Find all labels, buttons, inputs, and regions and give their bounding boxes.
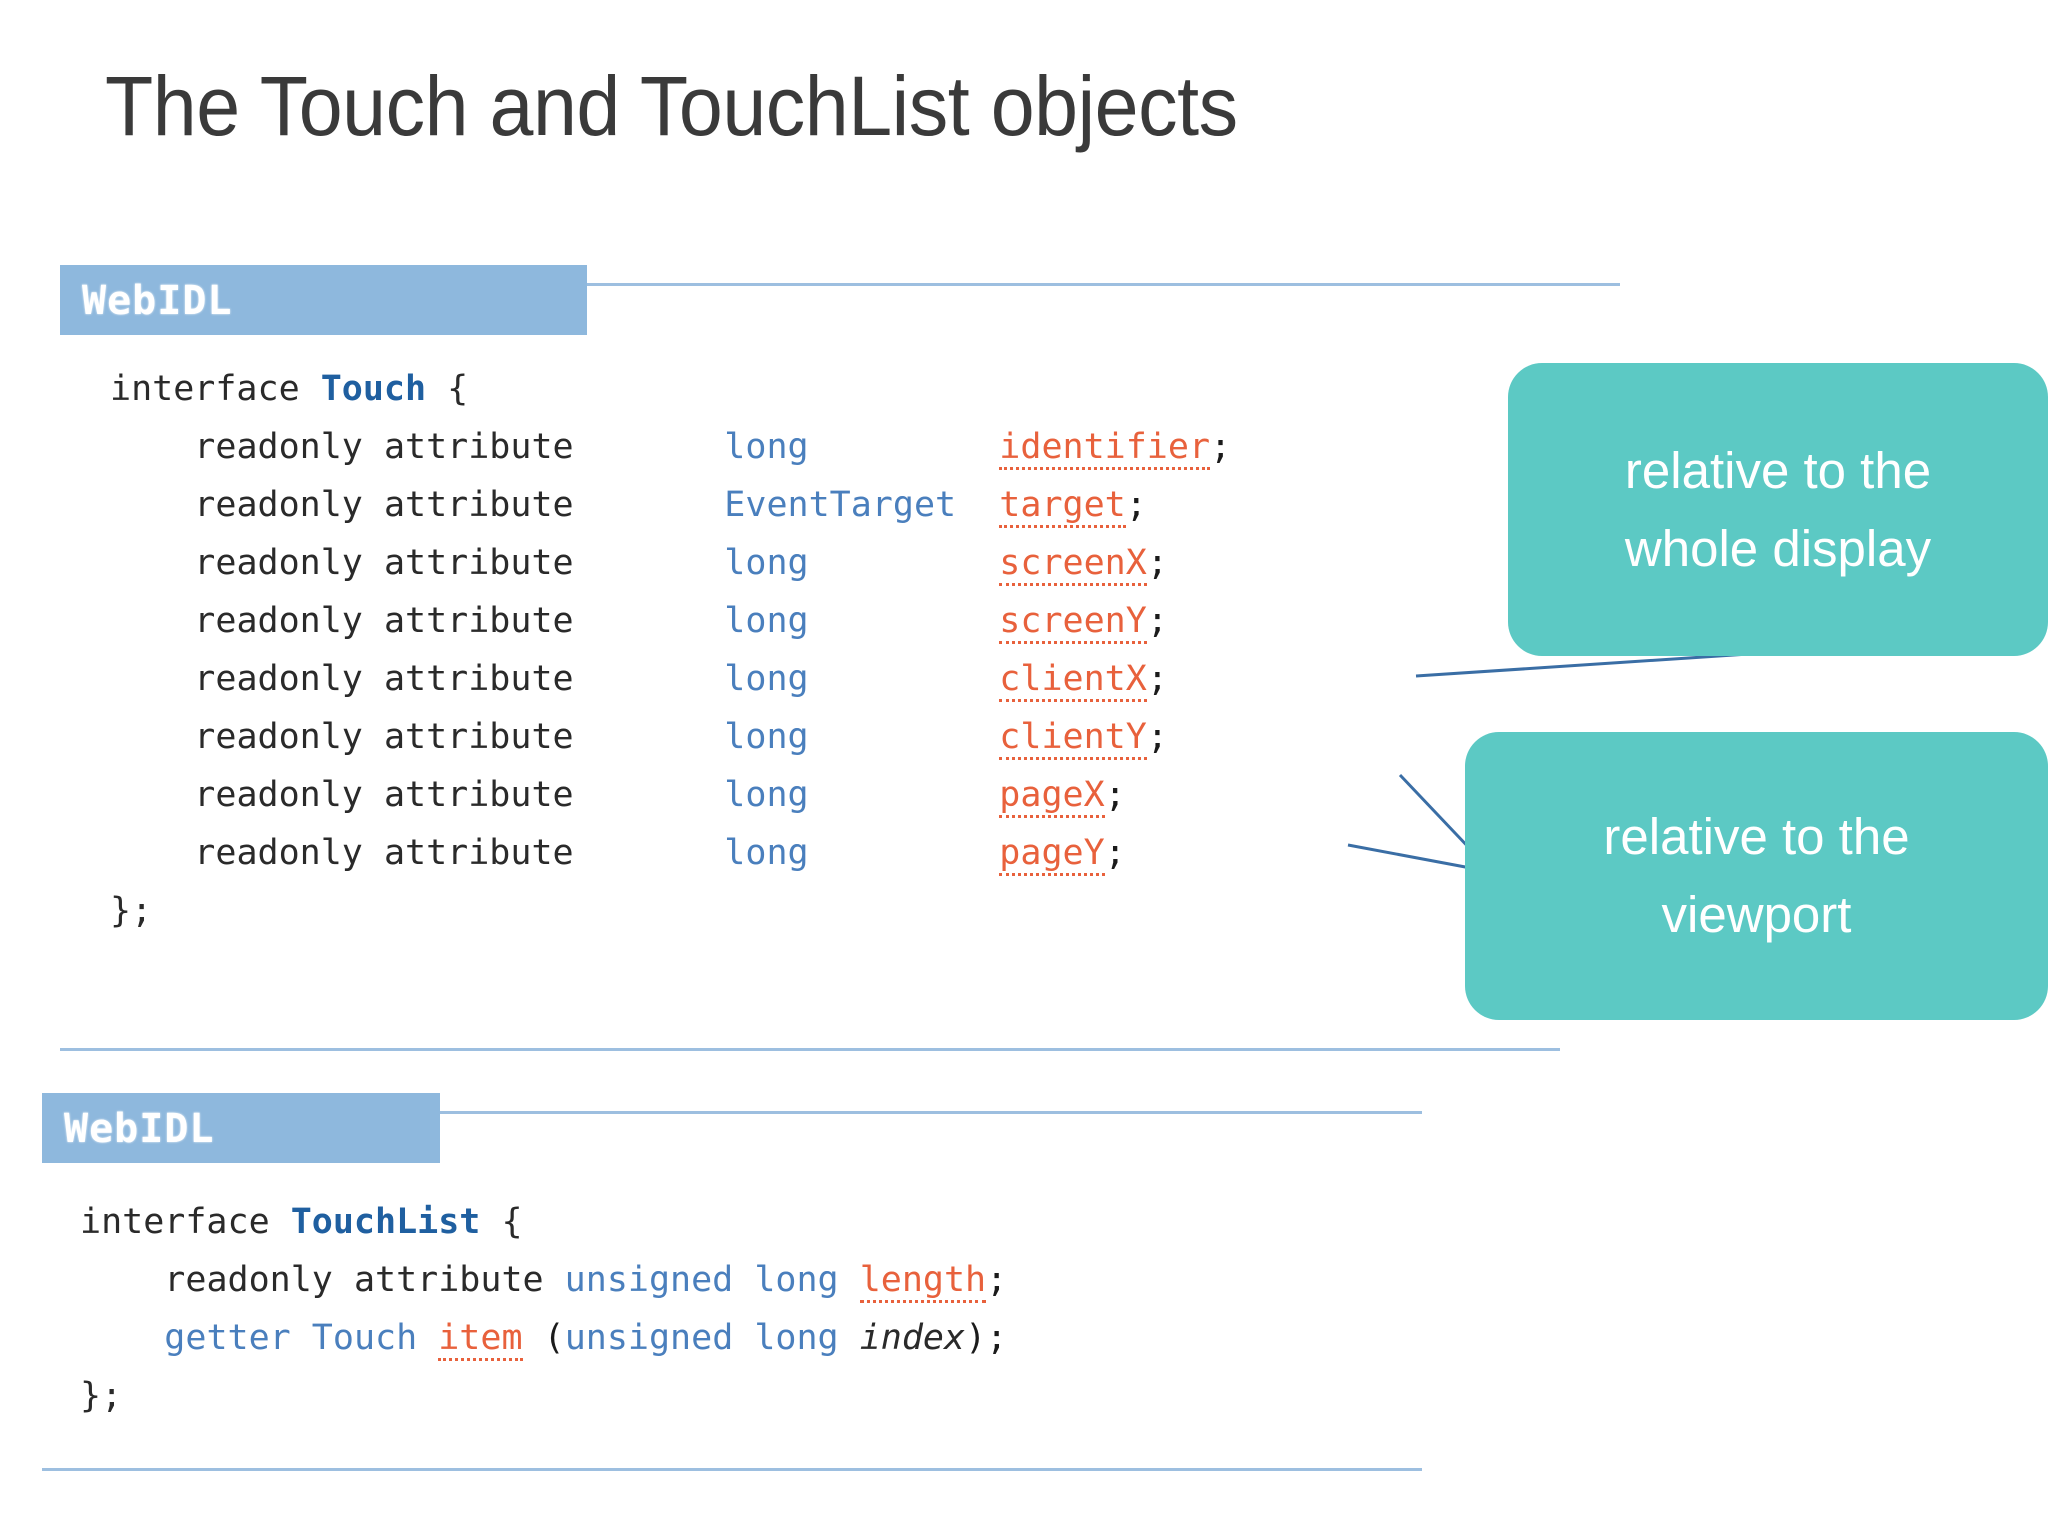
code-type: unsigned long [564, 1260, 860, 1300]
code-token: readonly attribute [194, 427, 595, 467]
code-type: long [724, 659, 809, 699]
code-token: readonly attribute [194, 833, 595, 873]
code-property-clientX: clientX [999, 659, 1147, 702]
code-property-target: target [999, 485, 1126, 528]
code-type: long [724, 833, 809, 873]
block-bottom-rule [42, 1468, 1422, 1471]
code-token: ; [1146, 543, 1168, 583]
code-token: readonly attribute [194, 601, 595, 641]
code-token: interface [80, 1202, 291, 1242]
block-top-rule [587, 283, 1620, 286]
code-token: }; [80, 1376, 123, 1416]
code-property-identifier: identifier [999, 427, 1211, 470]
code-token: ; [986, 1260, 1008, 1300]
webidl-header-row: WebIDL [60, 265, 1620, 335]
webidl-badge-label: WebIDL [82, 278, 233, 324]
code-type: long [724, 717, 809, 757]
code-property-item: item [438, 1318, 523, 1361]
code-token: ; [1146, 717, 1168, 757]
code-token: ; [1125, 485, 1147, 525]
callout-viewport[interactable]: relative to the viewport [1465, 732, 2048, 1020]
code-token: readonly attribute [164, 1260, 565, 1300]
code-line: readonly attribute long screenY; [110, 592, 1231, 650]
code-interface-name: TouchList [290, 1202, 481, 1242]
webidl-block-touchlist: WebIDL interface TouchList { readonly at… [42, 1093, 1422, 1471]
code-token: readonly attribute [194, 775, 595, 815]
code-property-pageX: pageX [999, 775, 1105, 818]
code-token: interface [110, 369, 321, 409]
code-indent [110, 717, 194, 757]
code-property-length: length [859, 1260, 987, 1303]
code-type: long [724, 427, 809, 467]
code-type: EventTarget [724, 485, 957, 525]
callout-line-1: relative to the [1624, 441, 1932, 499]
code-interface-name: Touch [320, 369, 427, 409]
webidl-block-touch: WebIDL interface Touch { readonly attrib… [60, 265, 1620, 1051]
code-token: ; [1210, 427, 1232, 467]
code-line: readonly attribute EventTarget target; [110, 476, 1231, 534]
code-property-screenX: screenX [999, 543, 1147, 586]
callout-whole-display[interactable]: relative to the whole display [1508, 363, 2048, 656]
code-indent [110, 833, 194, 873]
code-line: readonly attribute long pageY; [110, 824, 1231, 882]
code-line: interface Touch { [110, 360, 1231, 418]
code-line: readonly attribute long identifier; [110, 418, 1231, 476]
code-line: readonly attribute long pageX; [110, 766, 1231, 824]
code-token: ; [1104, 833, 1126, 873]
code-token: { [480, 1202, 523, 1242]
code-type: getter Touch [164, 1318, 439, 1358]
code-param: index [859, 1318, 966, 1358]
code-type: unsigned long [564, 1318, 860, 1358]
code-line: getter Touch item (unsigned long index); [80, 1309, 1007, 1367]
webidl-badge-label: WebIDL [64, 1106, 215, 1152]
code-indent [110, 427, 194, 467]
code-token: ; [1104, 775, 1126, 815]
webidl-header-row: WebIDL [42, 1093, 1422, 1163]
code-block-touchlist: interface TouchList { readonly attribute… [80, 1193, 1007, 1425]
code-token: readonly attribute [194, 485, 595, 525]
code-token: readonly attribute [194, 717, 595, 757]
code-indent [80, 1318, 164, 1358]
page-title: The Touch and TouchList objects [105, 59, 1238, 153]
code-type: long [724, 601, 809, 641]
code-token: ( [522, 1318, 565, 1358]
code-type: long [724, 543, 809, 583]
code-line: readonly attribute unsigned long length; [80, 1251, 1007, 1309]
code-property-clientY: clientY [999, 717, 1147, 760]
code-indent [110, 543, 194, 583]
code-block-touch: interface Touch { readonly attribute lon… [110, 360, 1231, 940]
callout-line-2: viewport [1661, 886, 1852, 943]
code-indent [110, 659, 194, 699]
webidl-badge: WebIDL [60, 265, 587, 335]
code-type: long [724, 775, 809, 815]
callout-line-2: whole display [1624, 519, 1932, 577]
code-token: ; [1146, 601, 1168, 641]
code-token: ); [965, 1318, 1008, 1358]
code-indent [80, 1260, 164, 1300]
code-indent [110, 601, 194, 641]
code-property-pageY: pageY [999, 833, 1105, 876]
code-token: ; [1146, 659, 1168, 699]
block-top-rule [440, 1111, 1422, 1114]
code-property-screenY: screenY [999, 601, 1147, 644]
code-token: readonly attribute [194, 659, 595, 699]
code-token: readonly attribute [194, 543, 595, 583]
code-line: }; [80, 1367, 1007, 1425]
code-line: readonly attribute long clientX; [110, 650, 1231, 708]
callout-line-1: relative to the [1603, 808, 1910, 865]
code-line: }; [110, 882, 1231, 940]
code-token: }; [110, 891, 153, 931]
webidl-badge: WebIDL [42, 1093, 440, 1163]
block-bottom-rule [60, 1048, 1560, 1051]
code-line: readonly attribute long clientY; [110, 708, 1231, 766]
code-line: readonly attribute long screenX; [110, 534, 1231, 592]
code-indent [110, 485, 194, 525]
code-line: interface TouchList { [80, 1193, 1007, 1251]
code-indent [110, 775, 194, 815]
code-token: { [426, 369, 469, 409]
